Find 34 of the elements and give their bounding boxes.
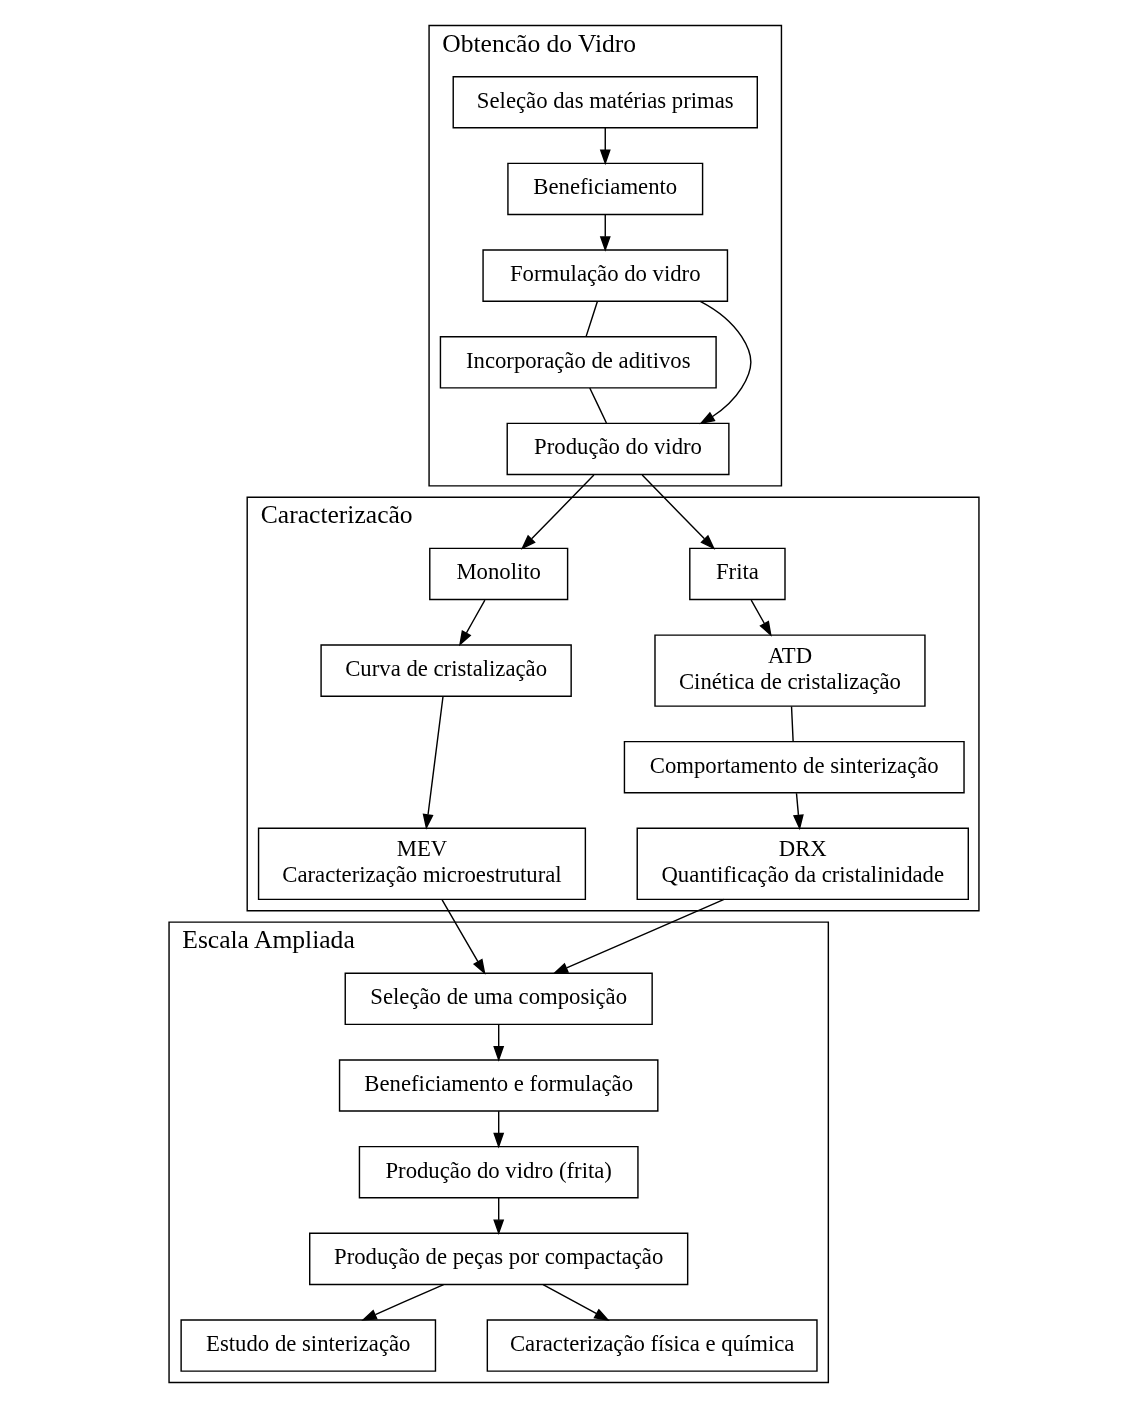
connector bbox=[588, 387, 607, 424]
node-box: Frita bbox=[688, 547, 786, 601]
node-box: Produção do vidro (frita) bbox=[358, 1145, 639, 1199]
arrow bbox=[492, 1023, 504, 1062]
node-box: Produção de peças por compactação bbox=[308, 1232, 688, 1286]
node-box: Caracterização física e química bbox=[486, 1319, 818, 1372]
node-box: Incorporação de aditivos bbox=[439, 336, 717, 389]
node-box: Beneficiamento bbox=[506, 162, 703, 216]
node-box: Comportamento de sinterização bbox=[623, 740, 965, 794]
arrow bbox=[360, 1283, 444, 1321]
arrow bbox=[440, 899, 486, 975]
arrow bbox=[492, 1110, 504, 1149]
arrow bbox=[750, 599, 772, 637]
arrow bbox=[792, 792, 804, 831]
arrow bbox=[422, 695, 444, 830]
node-box: Curva de cristalização bbox=[319, 644, 572, 697]
node-box: Produção do vidro bbox=[506, 422, 730, 476]
node-box: ATD Cinética de cristalização bbox=[653, 634, 926, 707]
node-box: Seleção de uma composição bbox=[344, 972, 653, 1026]
arrow bbox=[458, 599, 486, 647]
node-box: Monolito bbox=[428, 547, 568, 601]
node-box: MEV Caracterização microestrutural bbox=[257, 827, 586, 901]
node-box: Beneficiamento e formulação bbox=[338, 1059, 659, 1112]
arrow bbox=[492, 1197, 504, 1236]
connector bbox=[790, 705, 794, 742]
arrow bbox=[541, 1283, 610, 1321]
arrow bbox=[698, 300, 752, 425]
node-box: DRX Quantificação da cristalinidade bbox=[636, 827, 969, 901]
arrow bbox=[599, 213, 611, 252]
node-box: Formulação do vidro bbox=[481, 249, 728, 302]
connector bbox=[584, 300, 598, 338]
arrow bbox=[599, 127, 611, 166]
node-box: Estudo de sinterização bbox=[179, 1319, 436, 1372]
node-box: Seleção das matérias primas bbox=[452, 75, 758, 129]
